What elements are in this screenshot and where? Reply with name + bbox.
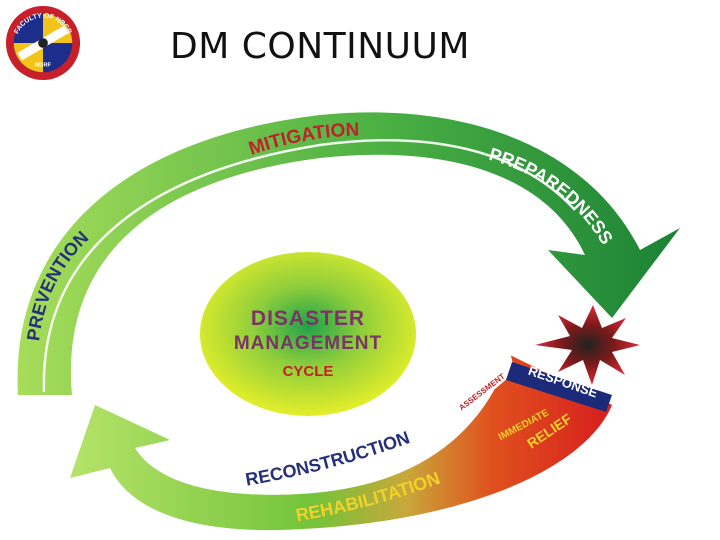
logo-lower-text: NDRF — [35, 62, 52, 68]
center-disc — [200, 252, 416, 416]
center-title-line1: DISASTER — [251, 307, 365, 330]
lower-arc — [70, 355, 612, 531]
slide-title: DM CONTINUUM — [170, 26, 470, 67]
center-title-line3: CYCLE — [283, 363, 334, 380]
center-title-line2: MANAGEMENT — [234, 333, 382, 354]
response-band — [506, 362, 612, 412]
assessment-band — [448, 352, 515, 423]
upper-arc-stripe — [42, 139, 576, 393]
explosion-burst — [535, 305, 640, 385]
faculty-logo: FACULTY OF NBCR NDRF — [5, 5, 81, 81]
dm-cycle-diagram: DISASTER MANAGEMENT CYCLE MITIGATION CAP… — [17, 112, 680, 531]
